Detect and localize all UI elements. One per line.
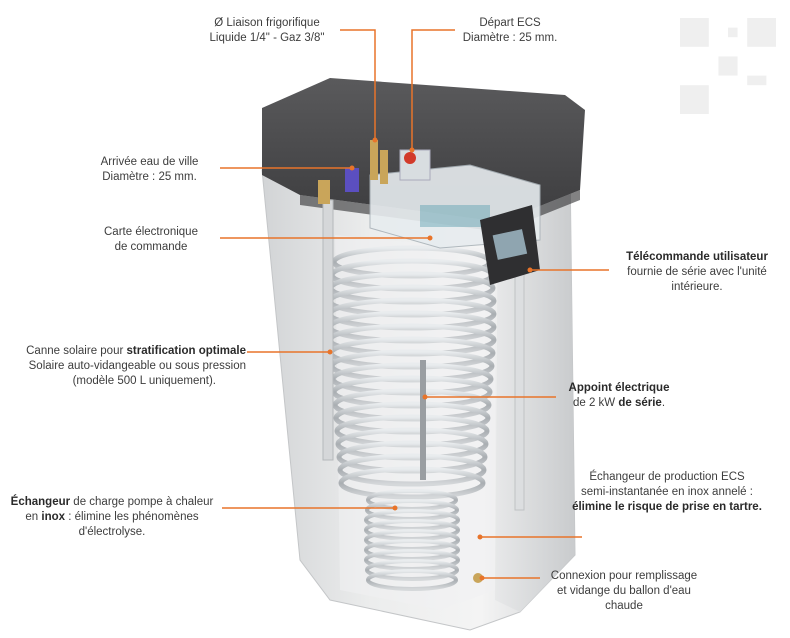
label-connexion-line2: et vidange du ballon d'eau	[557, 585, 691, 597]
label-depart-line2: Diamètre : 25 mm.	[462, 32, 558, 44]
label-echangeur-pre2: en	[25, 511, 42, 523]
label-appoint-pre: de 2 kW	[572, 397, 619, 409]
label-arrivee-line1: Arrivée eau de ville	[100, 156, 199, 168]
electric-heater-rod	[420, 360, 426, 480]
label-canne-line2: Solaire auto-vidangeable ou sous pressio…	[28, 360, 246, 372]
label-connexion: Connexion pour remplissage et vidange du…	[540, 569, 708, 614]
leader-lines	[220, 29, 609, 579]
label-depart-ecs: Départ ECS Diamètre : 25 mm.	[455, 16, 565, 46]
label-echangeur-ecs: Échangeur de production ECS semi-instant…	[560, 470, 774, 515]
label-echangeur-inox: inox	[41, 511, 66, 523]
ecs-outlet-fitting	[399, 149, 431, 181]
label-carte-line2: de commande	[114, 241, 188, 253]
label-appoint-bold2: de série	[618, 397, 662, 409]
inlet-fitting	[345, 168, 359, 192]
label-appoint-post: .	[661, 397, 666, 409]
label-canne-solaire: Canne solaire pour stratification optima…	[10, 344, 246, 389]
label-ecs-bold: élimine le risque de prise en tartre.	[572, 501, 762, 513]
label-echangeur-post1: de charge pompe à chaleur	[70, 496, 214, 508]
label-liaison-line1: Ø Liaison frigorifique	[214, 17, 320, 29]
label-echangeur-line3: d'électrolyse.	[78, 526, 146, 538]
label-carte-line1: Carte électronique	[104, 226, 198, 238]
solar-tube	[322, 199, 334, 461]
label-connexion-line1: Connexion pour remplissage	[550, 570, 698, 582]
label-canne-bold: stratification optimale	[126, 345, 247, 357]
qr-code-watermark	[680, 18, 776, 114]
label-echangeur-charge: Échangeur de charge pompe à chaleur en i…	[4, 495, 220, 540]
label-carte-electronique: Carte électronique de commande	[85, 225, 217, 255]
label-appoint-electrique: Appoint électrique de 2 kW de série.	[558, 381, 680, 411]
label-ecs-line1: Échangeur de production ECS	[589, 471, 745, 483]
label-depart-line1: Départ ECS	[479, 17, 541, 29]
label-canne-line3: (modèle 500 L uniquement).	[72, 375, 216, 387]
label-telecommande: Télécommande utilisateur fournie de séri…	[612, 250, 782, 295]
label-telecommande-line3: intérieure.	[671, 281, 723, 293]
label-telecommande-line2: fournie de série avec l'unité	[627, 266, 767, 278]
label-telecommande-bold: Télécommande utilisateur	[626, 251, 768, 263]
label-liaison-frigorifique: Ø Liaison frigorifique Liquide 1/4" - Ga…	[192, 16, 342, 46]
label-connexion-line3: chaude	[605, 600, 643, 612]
label-arrivee-line2: Diamètre : 25 mm.	[102, 171, 197, 183]
label-arrivee-eau: Arrivée eau de ville Diamètre : 25 mm.	[82, 155, 217, 185]
label-echangeur-bold: Échangeur	[10, 496, 71, 508]
label-appoint-bold: Appoint électrique	[568, 382, 670, 394]
label-ecs-line2: semi-instantanée en inox annelé :	[581, 486, 753, 498]
label-echangeur-post2: : élimine les phénomènes	[65, 511, 199, 523]
label-canne-pre: Canne solaire pour	[26, 345, 127, 357]
label-liaison-line2: Liquide 1/4" - Gaz 3/8"	[209, 32, 325, 44]
drain-connection	[473, 573, 483, 583]
